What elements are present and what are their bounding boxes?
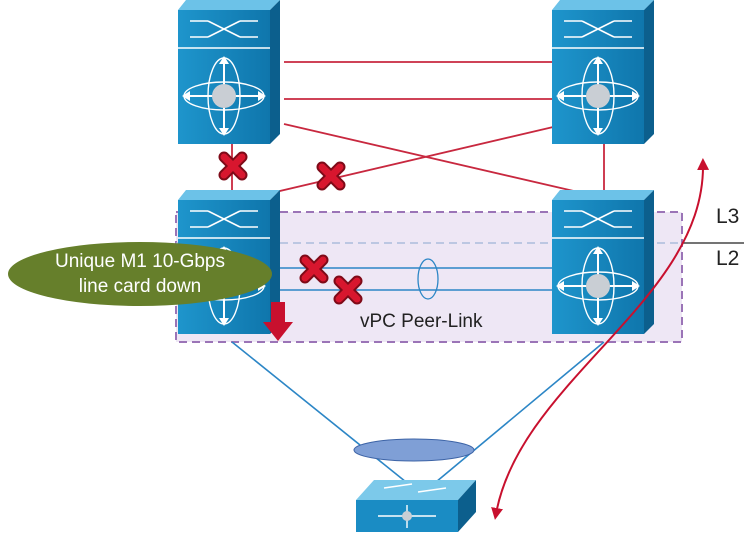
l3-label: L3	[716, 205, 740, 228]
l2-label: L2	[716, 247, 740, 270]
link-failed-x-icon	[224, 157, 242, 175]
line-card-down-callout: Unique M1 10-Gbps line card down	[8, 242, 272, 306]
vpc-switch-right-icon	[552, 190, 655, 335]
core-switch-top-right-icon	[552, 0, 655, 145]
access-uplink-left	[231, 341, 407, 483]
link-failed-x-icon	[305, 260, 323, 278]
link-failed-x-icon	[339, 281, 357, 299]
access-uplink-right	[435, 341, 605, 483]
l3-links	[231, 61, 605, 199]
core-right-to-vpc-left-link	[249, 123, 567, 199]
traffic-path-arrow	[491, 158, 710, 520]
access-switch-icon	[356, 480, 476, 532]
peer-link-port-channel-ring	[417, 258, 439, 300]
core-switch-top-left-icon	[178, 0, 281, 145]
link-failed-x-icon	[322, 167, 340, 185]
callout-line-1: Unique M1 10-Gbps	[54, 251, 226, 272]
down-arrow-icon	[263, 302, 293, 341]
peer-link-label: vPC Peer-Link	[360, 311, 483, 332]
access-port-channel-ring	[353, 438, 475, 462]
callout-line-2: line card down	[78, 276, 202, 297]
